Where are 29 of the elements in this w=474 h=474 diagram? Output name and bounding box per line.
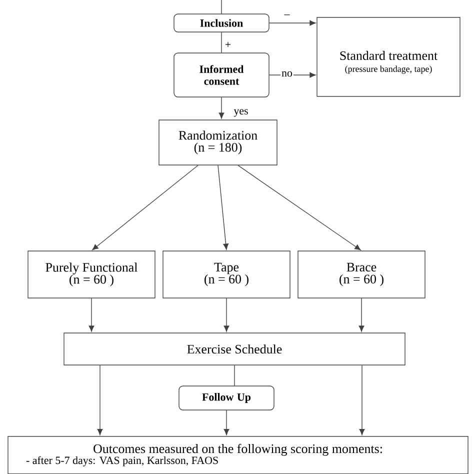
edge-label: yes [232,108,250,118]
arrow [88,298,94,332]
arrow [269,20,316,26]
process-box: Randomization (n = 180) [158,120,278,166]
arrow [97,365,103,436]
edge-label: no [280,70,294,78]
arrow [224,410,230,436]
process-box: Exercise Schedule [64,332,406,366]
arrow [238,165,361,250]
arrow [224,298,230,332]
arrow [218,97,224,119]
stage-box: Follow Up [178,386,274,410]
outcomes-box: Outcomes measured on the following scoring moments: - after 5-7 days: VAS pain, Karlsson, FAOS [8,436,468,474]
arrow [269,72,316,78]
edge-label: + [224,40,232,50]
edge-label: – [283,14,291,18]
connector-line [221,32,222,53]
decision-box: Informed consent [174,52,270,98]
outcome-box: Standard treatment (pressure bandage, tape) [316,17,460,97]
arrow [358,298,364,332]
arrow [218,165,229,250]
decision-box: Inclusion [174,14,270,32]
group-box: Tape (n = 60 ) [162,250,290,298]
group-box: Purely Functional (n = 60 ) [28,250,156,298]
group-box: Brace (n = 60 ) [298,250,426,298]
arrow [92,165,198,250]
connector-line [221,0,222,14]
arrow [359,365,365,436]
connector-line [234,365,235,386]
